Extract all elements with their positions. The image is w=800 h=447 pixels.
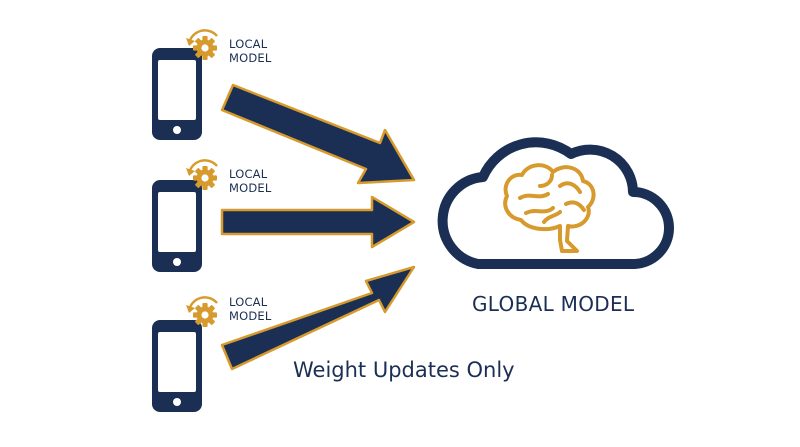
local-model-label-3: LOCAL MODEL <box>229 295 272 323</box>
update-arrow-3 <box>220 265 416 371</box>
smartphone-icon <box>152 320 202 412</box>
weight-updates-caption: Weight Updates Only <box>293 358 515 382</box>
update-arrow-1 <box>220 83 416 185</box>
smartphone-icon <box>152 180 202 272</box>
brain-icon <box>503 163 596 253</box>
local-model-label-line1: LOCAL <box>229 167 268 181</box>
local-model-label-1: LOCAL MODEL <box>229 37 272 65</box>
cloud-icon <box>437 137 674 269</box>
global-model-label: GLOBAL MODEL <box>472 292 635 316</box>
smartphone-icon <box>152 48 202 140</box>
local-model-label-line2: MODEL <box>229 51 272 65</box>
device-3 <box>152 296 219 412</box>
local-model-label-2: LOCAL MODEL <box>229 167 272 195</box>
local-model-label-line2: MODEL <box>229 309 272 323</box>
local-model-label-line2: MODEL <box>229 181 272 195</box>
device-2 <box>152 159 219 272</box>
device-1 <box>152 29 219 140</box>
local-model-label-line1: LOCAL <box>229 37 268 51</box>
update-arrow-2 <box>220 195 416 249</box>
local-model-label-line1: LOCAL <box>229 295 268 309</box>
